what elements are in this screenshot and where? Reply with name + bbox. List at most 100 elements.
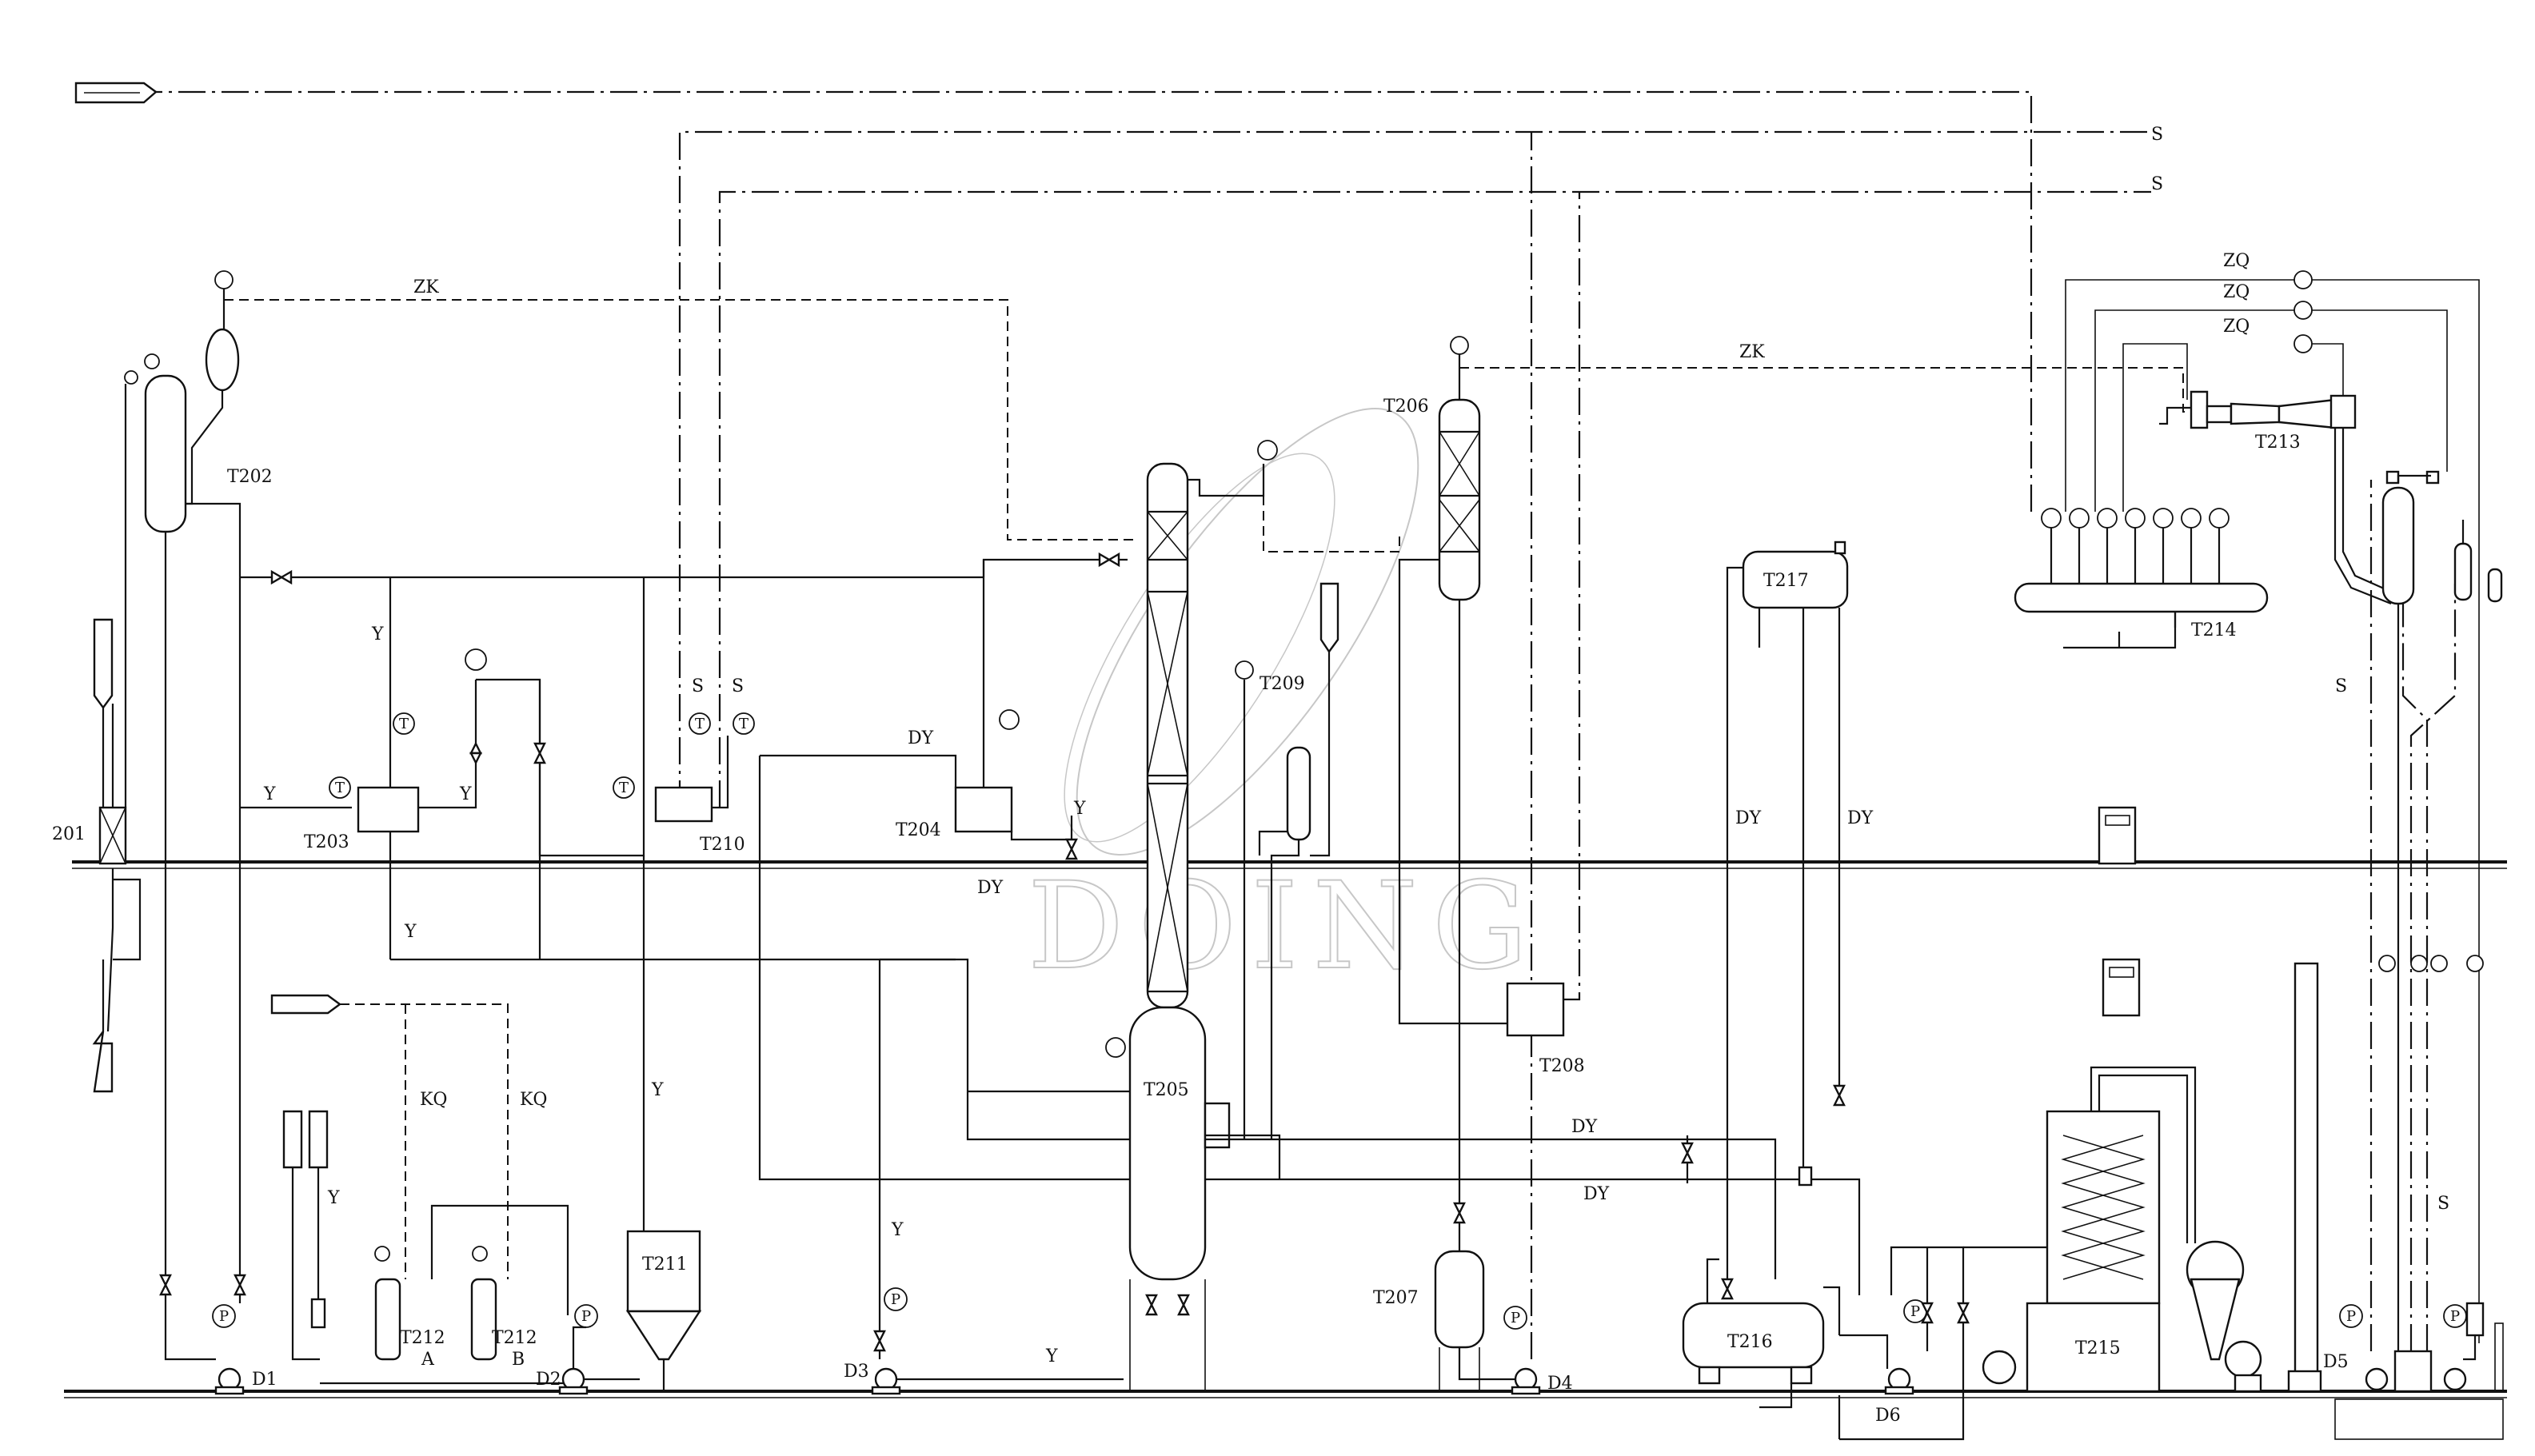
t202-vessel: [144, 374, 187, 533]
t208-vessel: [1506, 982, 1565, 1037]
d6-gauge-label: P: [1910, 1303, 1920, 1320]
y-label-1: Y: [263, 784, 276, 804]
unit-t210: T T T T210: [476, 577, 755, 1231]
t214-manifold: [2014, 582, 2269, 613]
t210-temp2-label: T: [695, 716, 705, 732]
t217-vessel: [1742, 550, 1849, 609]
unit-t217-t216: T217 DY DY T216: [1682, 541, 1874, 1409]
d5-gauge-label: P: [2346, 1308, 2356, 1325]
t216-vessel: [1682, 1302, 1825, 1369]
label-t212b: T212: [492, 1328, 537, 1348]
t202-receiver: [205, 328, 240, 392]
label-t212a-sub: A: [421, 1350, 435, 1370]
label-d4: D4: [1547, 1374, 1573, 1394]
t209-tag: [1319, 582, 1339, 654]
zk-label-1: ZK: [413, 277, 439, 297]
t203-vessel: [357, 786, 420, 833]
label-t214: T214: [2191, 620, 2237, 640]
label-t217: T217: [1763, 571, 1809, 591]
zq-label-1: ZQ: [2223, 251, 2250, 271]
dy-network-right: DY DY: [1205, 1117, 1861, 1295]
label-201: 201: [52, 824, 86, 844]
label-t209: T209: [1260, 674, 1305, 694]
dy-label-5: DY: [1735, 808, 1762, 828]
t203-p-icon: [465, 648, 487, 671]
unit-t205: T205: [968, 440, 1400, 1391]
unit-t213-t214: T213 T214: [2014, 390, 2392, 649]
y-label-2: Y: [371, 624, 384, 644]
pump-d2: P D2: [536, 1304, 640, 1395]
t212b-gauge-icon: [472, 1246, 488, 1262]
t205-gauge-icon: [1105, 1037, 1126, 1058]
burner-fan: [1982, 1350, 2017, 1385]
s-label-1: S: [2151, 125, 2163, 145]
y-label-d3: Y: [891, 1220, 904, 1240]
label-t208: T208: [1539, 1056, 1585, 1076]
t205-column: [1146, 462, 1189, 1009]
chimney: [2293, 962, 2319, 1385]
t202-temp-gauge-icon: [214, 270, 234, 289]
label-t206: T206: [1383, 397, 1429, 417]
t209-gauge-icon: [1235, 660, 1254, 680]
label-t205: T205: [1144, 1080, 1189, 1100]
t202-gauge2-icon: [124, 370, 138, 385]
pump-d1: P D1: [212, 1304, 277, 1395]
t202-gauge-icon: [144, 353, 160, 369]
unit-t209: T209: [1235, 582, 1339, 1139]
t210-temp3-label: T: [739, 716, 749, 732]
d4-pressure-gauge-icon: [1503, 1306, 1527, 1330]
unit-t202: T202: [124, 270, 273, 1361]
dy-label-4: DY: [1583, 1184, 1610, 1204]
t214-gauges: [2041, 508, 2230, 584]
t210-vessel: [654, 786, 713, 823]
d1-pressure-gauge-icon: [212, 1304, 236, 1328]
unit-201: 201: [52, 618, 142, 1093]
d5-pressure-gauge-icon: [2339, 1304, 2363, 1328]
s-labels: S S S S S S: [692, 125, 2449, 1214]
water-tank: [2334, 1398, 2504, 1440]
label-t207: T207: [1373, 1288, 1419, 1308]
unit-t206: T206 T208 T207: [1373, 336, 1585, 1391]
steam-source-tag: [74, 82, 158, 104]
t203-temp-icon: [329, 776, 351, 799]
dy-label-2: DY: [977, 878, 1004, 898]
steam-lines: [144, 90, 2457, 1359]
y-label-t212: Y: [327, 1188, 340, 1208]
t213-body: [2230, 402, 2281, 425]
s-label-6: S: [2437, 1194, 2449, 1214]
right-vessel: [2381, 486, 2415, 605]
zq-gauge-3-icon: [2293, 334, 2313, 353]
control-panels: [2098, 806, 2141, 1017]
zq-label-2: ZQ: [2223, 282, 2250, 302]
kq-label-2: KQ: [520, 1090, 547, 1110]
t215-lower: [2026, 1302, 2161, 1393]
s-label-4: S: [732, 676, 744, 696]
unit-right-vessels: P P D5: [2323, 470, 2504, 1440]
kq-label-1: KQ: [420, 1090, 447, 1110]
label-d6: D6: [1875, 1406, 1901, 1426]
t210-temp-icon: [613, 776, 635, 799]
s-label-3: S: [692, 676, 704, 696]
t215-upper: [2046, 1110, 2161, 1305]
y-label-t211: Y: [651, 1080, 664, 1100]
t203-temp-label: T: [335, 780, 345, 796]
t207-vessel: [1434, 1250, 1485, 1349]
t210-temp3-icon: [733, 712, 755, 735]
y-label-t204: Y: [1073, 799, 1086, 819]
label-d3: D3: [844, 1362, 869, 1382]
label-t202: T202: [227, 467, 273, 487]
zk-label-2: ZK: [1739, 342, 1765, 362]
label-t215: T215: [2075, 1338, 2121, 1358]
d3-pressure-gauge-icon: [884, 1287, 908, 1311]
blower: [2224, 1340, 2262, 1378]
d2-gauge-label: P: [581, 1308, 591, 1325]
air-tag: [270, 994, 342, 1015]
pump-d6: P D6: [1838, 1246, 1965, 1441]
t203-temp2-label: T: [399, 716, 409, 732]
unit-t211: T211 Y: [625, 1080, 702, 1391]
label-t212a: T212: [400, 1328, 445, 1348]
d1-gauge-label: P: [219, 1308, 229, 1325]
label-t203: T203: [304, 832, 349, 852]
t204-gauge-icon: [999, 709, 1020, 730]
